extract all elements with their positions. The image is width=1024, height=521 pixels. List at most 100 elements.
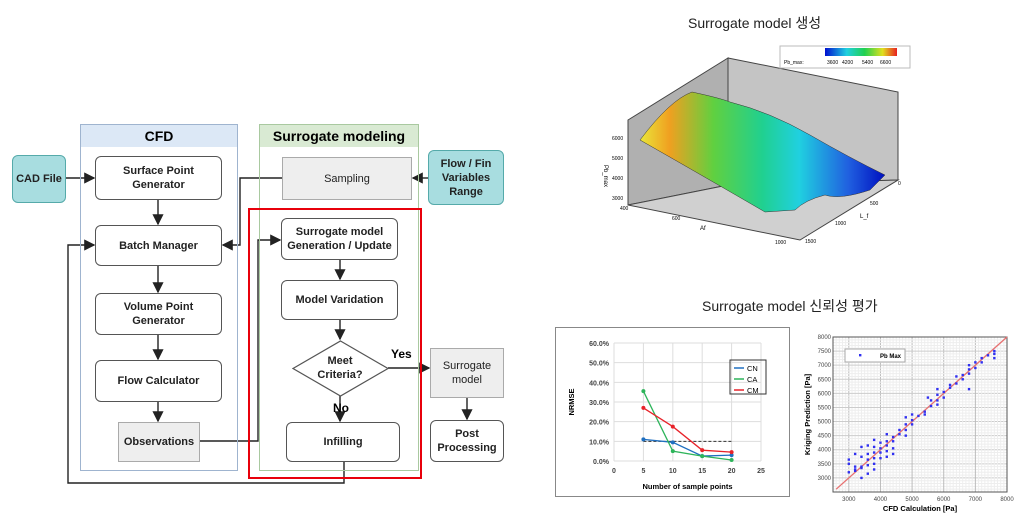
identity-line [835,336,1008,490]
data-point [929,404,933,408]
data-point [885,444,888,447]
criteria-diamond [292,340,389,397]
data-point [910,418,914,422]
data-point-CM [729,450,734,455]
data-point [967,368,971,371]
cfd-header: CFD [81,125,237,147]
data-point [967,363,971,367]
infilling-node: Infilling [286,422,400,462]
data-point [948,383,952,387]
data-point [993,352,996,356]
data-point [910,413,914,416]
data-point [866,472,869,475]
data-point-CN [641,437,646,442]
data-point [847,462,851,466]
flow-calculator-node: Flow Calculator [95,360,222,402]
variables-range-node: Flow / Fin Variables Range [428,150,504,205]
batch-manager-node: Batch Manager [95,225,222,266]
data-point [904,428,907,432]
y-tick-label: 4500 [818,434,832,440]
x-tick-label: 20 [728,468,736,475]
y-tick-label: 3000 [818,476,832,482]
x-axis-label: Number of sample points [642,482,732,491]
y-tick: 1500 [805,239,816,245]
data-point [879,447,882,450]
post-processing-node: Post Processing [430,420,504,462]
y-tick-label: 4000 [818,448,832,454]
x-tick-label: 3000 [842,497,856,503]
series-line-CM [643,407,732,453]
plot-frame [832,336,1008,493]
data-point [872,462,876,466]
data-point-CM [641,405,646,410]
colorbar-tick: 5400 [862,60,873,66]
y-tick: 0 [898,181,901,187]
z-tick: 6000 [612,136,623,142]
z-tick: 5000 [612,156,623,162]
data-point [853,452,857,456]
data-point [872,456,876,460]
cfd-panel: CFD [80,124,238,471]
surrogate-header: Surrogate modeling [260,125,418,147]
data-point [898,428,901,432]
data-point [853,469,857,473]
legend-label: CA [747,375,757,384]
data-point [955,382,958,385]
data-point [961,373,964,377]
data-point-CN [729,453,734,458]
observations-node: Observations [118,422,200,462]
data-point [904,423,907,426]
colorbar-tick: 6600 [880,60,891,66]
data-point-CM [700,448,705,453]
data-point [923,410,926,413]
legend-marker [859,354,862,357]
x-tick-label: 6000 [937,497,951,503]
y-tick-label: 5000 [818,420,832,426]
z-tick: 3000 [612,196,623,202]
x-tick-label: 25 [757,468,765,475]
x-tick-label: 5000 [905,497,919,503]
surface-plot: Pb_max: 3600 4200 5400 6600 3000 4000 50… [602,45,911,246]
colorbar-tick: 4200 [842,60,853,66]
data-point [910,423,914,426]
data-point [923,413,926,416]
data-point [885,440,888,443]
data-point [891,452,895,456]
x-tick-label: 15 [698,468,706,475]
y-tick-label: 60.0% [589,341,610,348]
data-point [853,468,857,471]
data-point [860,465,863,468]
surrogate-panel: Surrogate modeling [259,124,419,471]
data-point [891,435,895,439]
data-point [967,372,971,375]
legend-box [729,359,767,395]
y-tick-label: 8000 [818,335,832,341]
data-point [993,356,996,360]
y-tick: 1000 [835,221,846,227]
y-axis-label: Kriging Prediction [Pa] [803,373,812,455]
data-point [926,396,930,399]
data-point [917,414,920,418]
data-point [891,447,895,450]
x-tick: 600 [672,216,681,222]
data-point [904,434,907,437]
y-tick-label: 3500 [818,462,832,468]
x-tick-label: 5 [641,468,645,475]
cad-file-node: CAD File [12,155,66,203]
data-point [885,455,888,458]
data-point [986,354,990,357]
data-point-CA [729,458,734,463]
x-tick-label: 4000 [874,497,888,503]
data-point [948,386,952,389]
data-point [872,468,876,471]
legend-label: CM [747,386,759,395]
y-tick-label: 6000 [818,391,832,397]
data-point [879,451,882,454]
data-point-CA [641,389,646,394]
data-point [942,390,945,394]
data-point [866,444,869,447]
x-axis-label: CFD Calculation [Pa] [883,504,958,513]
y-tick-label: 6500 [818,377,832,383]
x-axis-label: Af [700,226,706,232]
